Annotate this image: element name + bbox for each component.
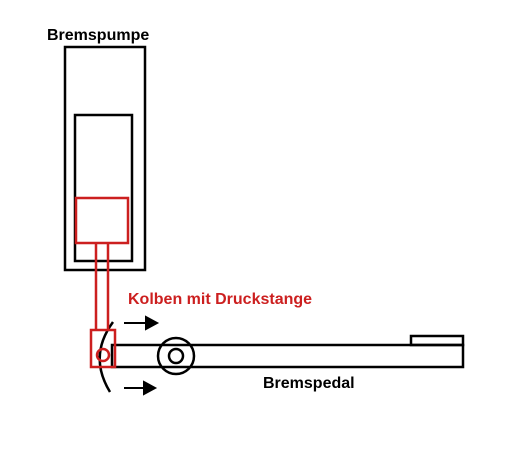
push-rod-pin bbox=[95, 347, 111, 363]
pump-label: Bremspumpe bbox=[47, 27, 149, 44]
arrow-top-head bbox=[145, 315, 160, 331]
push-rod-end bbox=[89, 328, 117, 369]
piston-label: Kolben mit Druckstange bbox=[128, 291, 312, 308]
pivot-outer bbox=[156, 336, 196, 376]
brake-pedal-lever bbox=[110, 343, 465, 369]
pivot-inner bbox=[167, 347, 185, 365]
pump-housing bbox=[63, 45, 147, 272]
pedal-pad bbox=[409, 334, 465, 347]
pump-cylinder bbox=[73, 113, 134, 263]
piston bbox=[74, 196, 130, 245]
arrow-bottom-head bbox=[143, 380, 158, 396]
pedal-label: Bremspedal bbox=[263, 375, 355, 392]
